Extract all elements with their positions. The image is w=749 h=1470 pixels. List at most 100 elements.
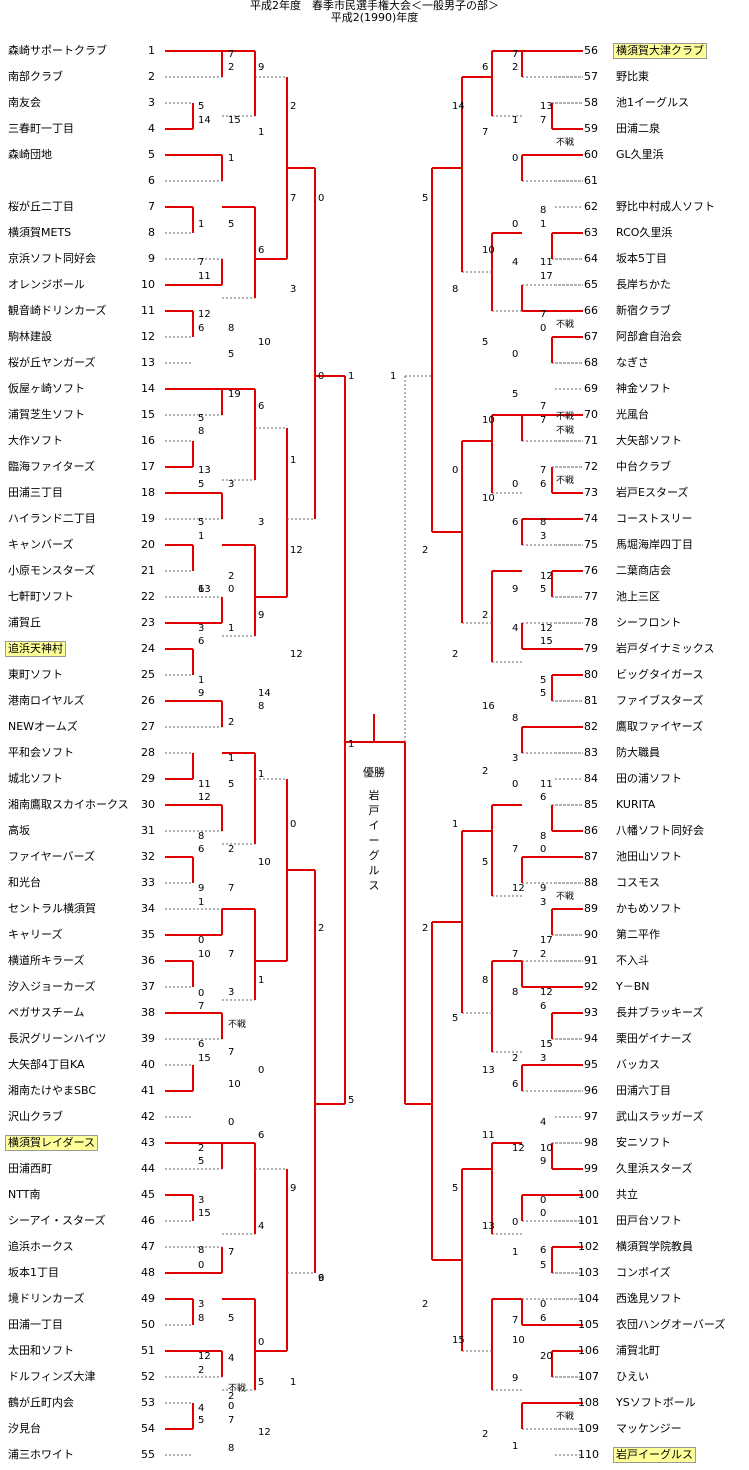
- team-name: 長岸ちかた: [616, 278, 671, 291]
- score: 15: [198, 1053, 211, 1064]
- team-seed: 101: [578, 1214, 599, 1227]
- score: 5: [422, 193, 429, 204]
- score: 10: [482, 415, 495, 426]
- team-seed: 11: [141, 304, 155, 317]
- team-name: 二葉商店会: [616, 564, 671, 577]
- score: 15: [198, 1208, 211, 1219]
- score: 8: [258, 701, 265, 712]
- team-seed: 77: [584, 590, 598, 603]
- team-seed: 15: [141, 408, 155, 421]
- score: 5: [452, 1183, 459, 1194]
- team-name: 湘南たけやまSBC: [8, 1084, 97, 1097]
- score: 12: [540, 987, 553, 998]
- team-seed: 27: [141, 720, 155, 733]
- score: 13: [198, 465, 211, 476]
- score: 8: [198, 1245, 205, 1256]
- score: 5: [258, 1377, 265, 1388]
- score: 2: [228, 1391, 235, 1402]
- score: 5: [228, 349, 235, 360]
- team-name: 安ニソフト: [616, 1136, 671, 1149]
- score: 13: [198, 584, 211, 595]
- score: 3: [512, 753, 519, 764]
- score: 12: [198, 792, 211, 803]
- score: 6: [540, 1001, 547, 1012]
- score: 12: [198, 1351, 211, 1362]
- score: 6: [540, 479, 547, 490]
- team-name: 大作ソフト: [8, 434, 63, 447]
- score: 9: [198, 883, 205, 894]
- score: 12: [512, 1143, 525, 1154]
- score: 10: [258, 857, 271, 868]
- score: 1: [198, 675, 205, 686]
- team-name: 新宿クラブ: [616, 304, 671, 317]
- team-name: 大矢部ソフト: [616, 434, 682, 447]
- team-seed: 55: [141, 1448, 155, 1461]
- team-name: 野比東: [616, 70, 649, 83]
- team-name: 池上三区: [616, 590, 660, 603]
- team-name: 港南ロイヤルズ: [8, 694, 85, 707]
- score: 3: [198, 1299, 205, 1310]
- team-name: ひえい: [616, 1370, 649, 1383]
- team-name: 三春町一丁目: [8, 122, 74, 135]
- team-name: 小原モンスターズ: [8, 564, 96, 577]
- score: 8: [512, 987, 519, 998]
- team-name: 汐見台: [8, 1422, 41, 1435]
- score: 5: [198, 1415, 205, 1426]
- team-seed: 6: [148, 174, 155, 187]
- team-name: 不入斗: [616, 954, 649, 967]
- score: 8: [452, 284, 459, 295]
- score: 8: [228, 323, 235, 334]
- team-name: RCO久里浜: [616, 226, 673, 239]
- team-name: 光風台: [616, 408, 649, 421]
- team-seed: 38: [141, 1006, 155, 1019]
- winner-char: ル: [368, 864, 380, 877]
- score: 6: [540, 1313, 547, 1324]
- team-seed: 36: [141, 954, 155, 967]
- team-name: 七軒町ソフト: [8, 590, 74, 603]
- team-name: 追浜天神村: [5, 641, 66, 657]
- score: 2: [198, 1365, 205, 1376]
- team-seed: 87: [584, 850, 598, 863]
- score: 2: [318, 923, 325, 934]
- team-seed: 57: [584, 70, 598, 83]
- score: 0: [198, 935, 205, 946]
- score: 6: [198, 844, 205, 855]
- team-seed: 82: [584, 720, 598, 733]
- team-name: 坂本1丁目: [8, 1266, 59, 1279]
- score: 7: [540, 415, 547, 426]
- score: 7: [512, 949, 519, 960]
- score: 8: [198, 426, 205, 437]
- score: 6: [258, 245, 265, 256]
- score: 2: [290, 101, 297, 112]
- team-name: ファイブスターズ: [616, 694, 704, 707]
- score: 15: [228, 115, 241, 126]
- forfeit-note: 不戦: [556, 426, 575, 436]
- team-name: キャンバーズ: [8, 538, 74, 551]
- score: 0: [452, 465, 459, 476]
- score: 9: [512, 1373, 519, 1384]
- score: 2: [482, 1429, 489, 1440]
- page-subtitle: 平成2(1990)年度: [330, 11, 419, 24]
- team-seed: 105: [578, 1318, 599, 1331]
- team-name: なぎさ: [616, 356, 649, 369]
- team-seed: 69: [584, 382, 598, 395]
- champion-label: 優勝 岩戸イーグルス: [362, 765, 386, 893]
- team-name: 城北ソフト: [8, 772, 63, 785]
- score: 10: [258, 337, 271, 348]
- team-seed: 35: [141, 928, 155, 941]
- score: 9: [540, 883, 547, 894]
- winner-char: イ: [368, 819, 380, 832]
- score: 5: [512, 389, 519, 400]
- score: 9: [290, 1183, 297, 1194]
- team-name: 浦賀丘: [8, 616, 41, 629]
- score: 2: [228, 844, 235, 855]
- team-seed: 43: [141, 1136, 155, 1149]
- score: 11: [482, 1130, 495, 1141]
- score: 7: [228, 1415, 235, 1426]
- winner-label: 優勝: [363, 766, 385, 779]
- team-seed: 19: [141, 512, 155, 525]
- score: 1: [258, 769, 265, 780]
- score: 5: [198, 1156, 205, 1167]
- score: 6: [258, 401, 265, 412]
- team-name: 岩戸ダイナミックス: [616, 642, 715, 655]
